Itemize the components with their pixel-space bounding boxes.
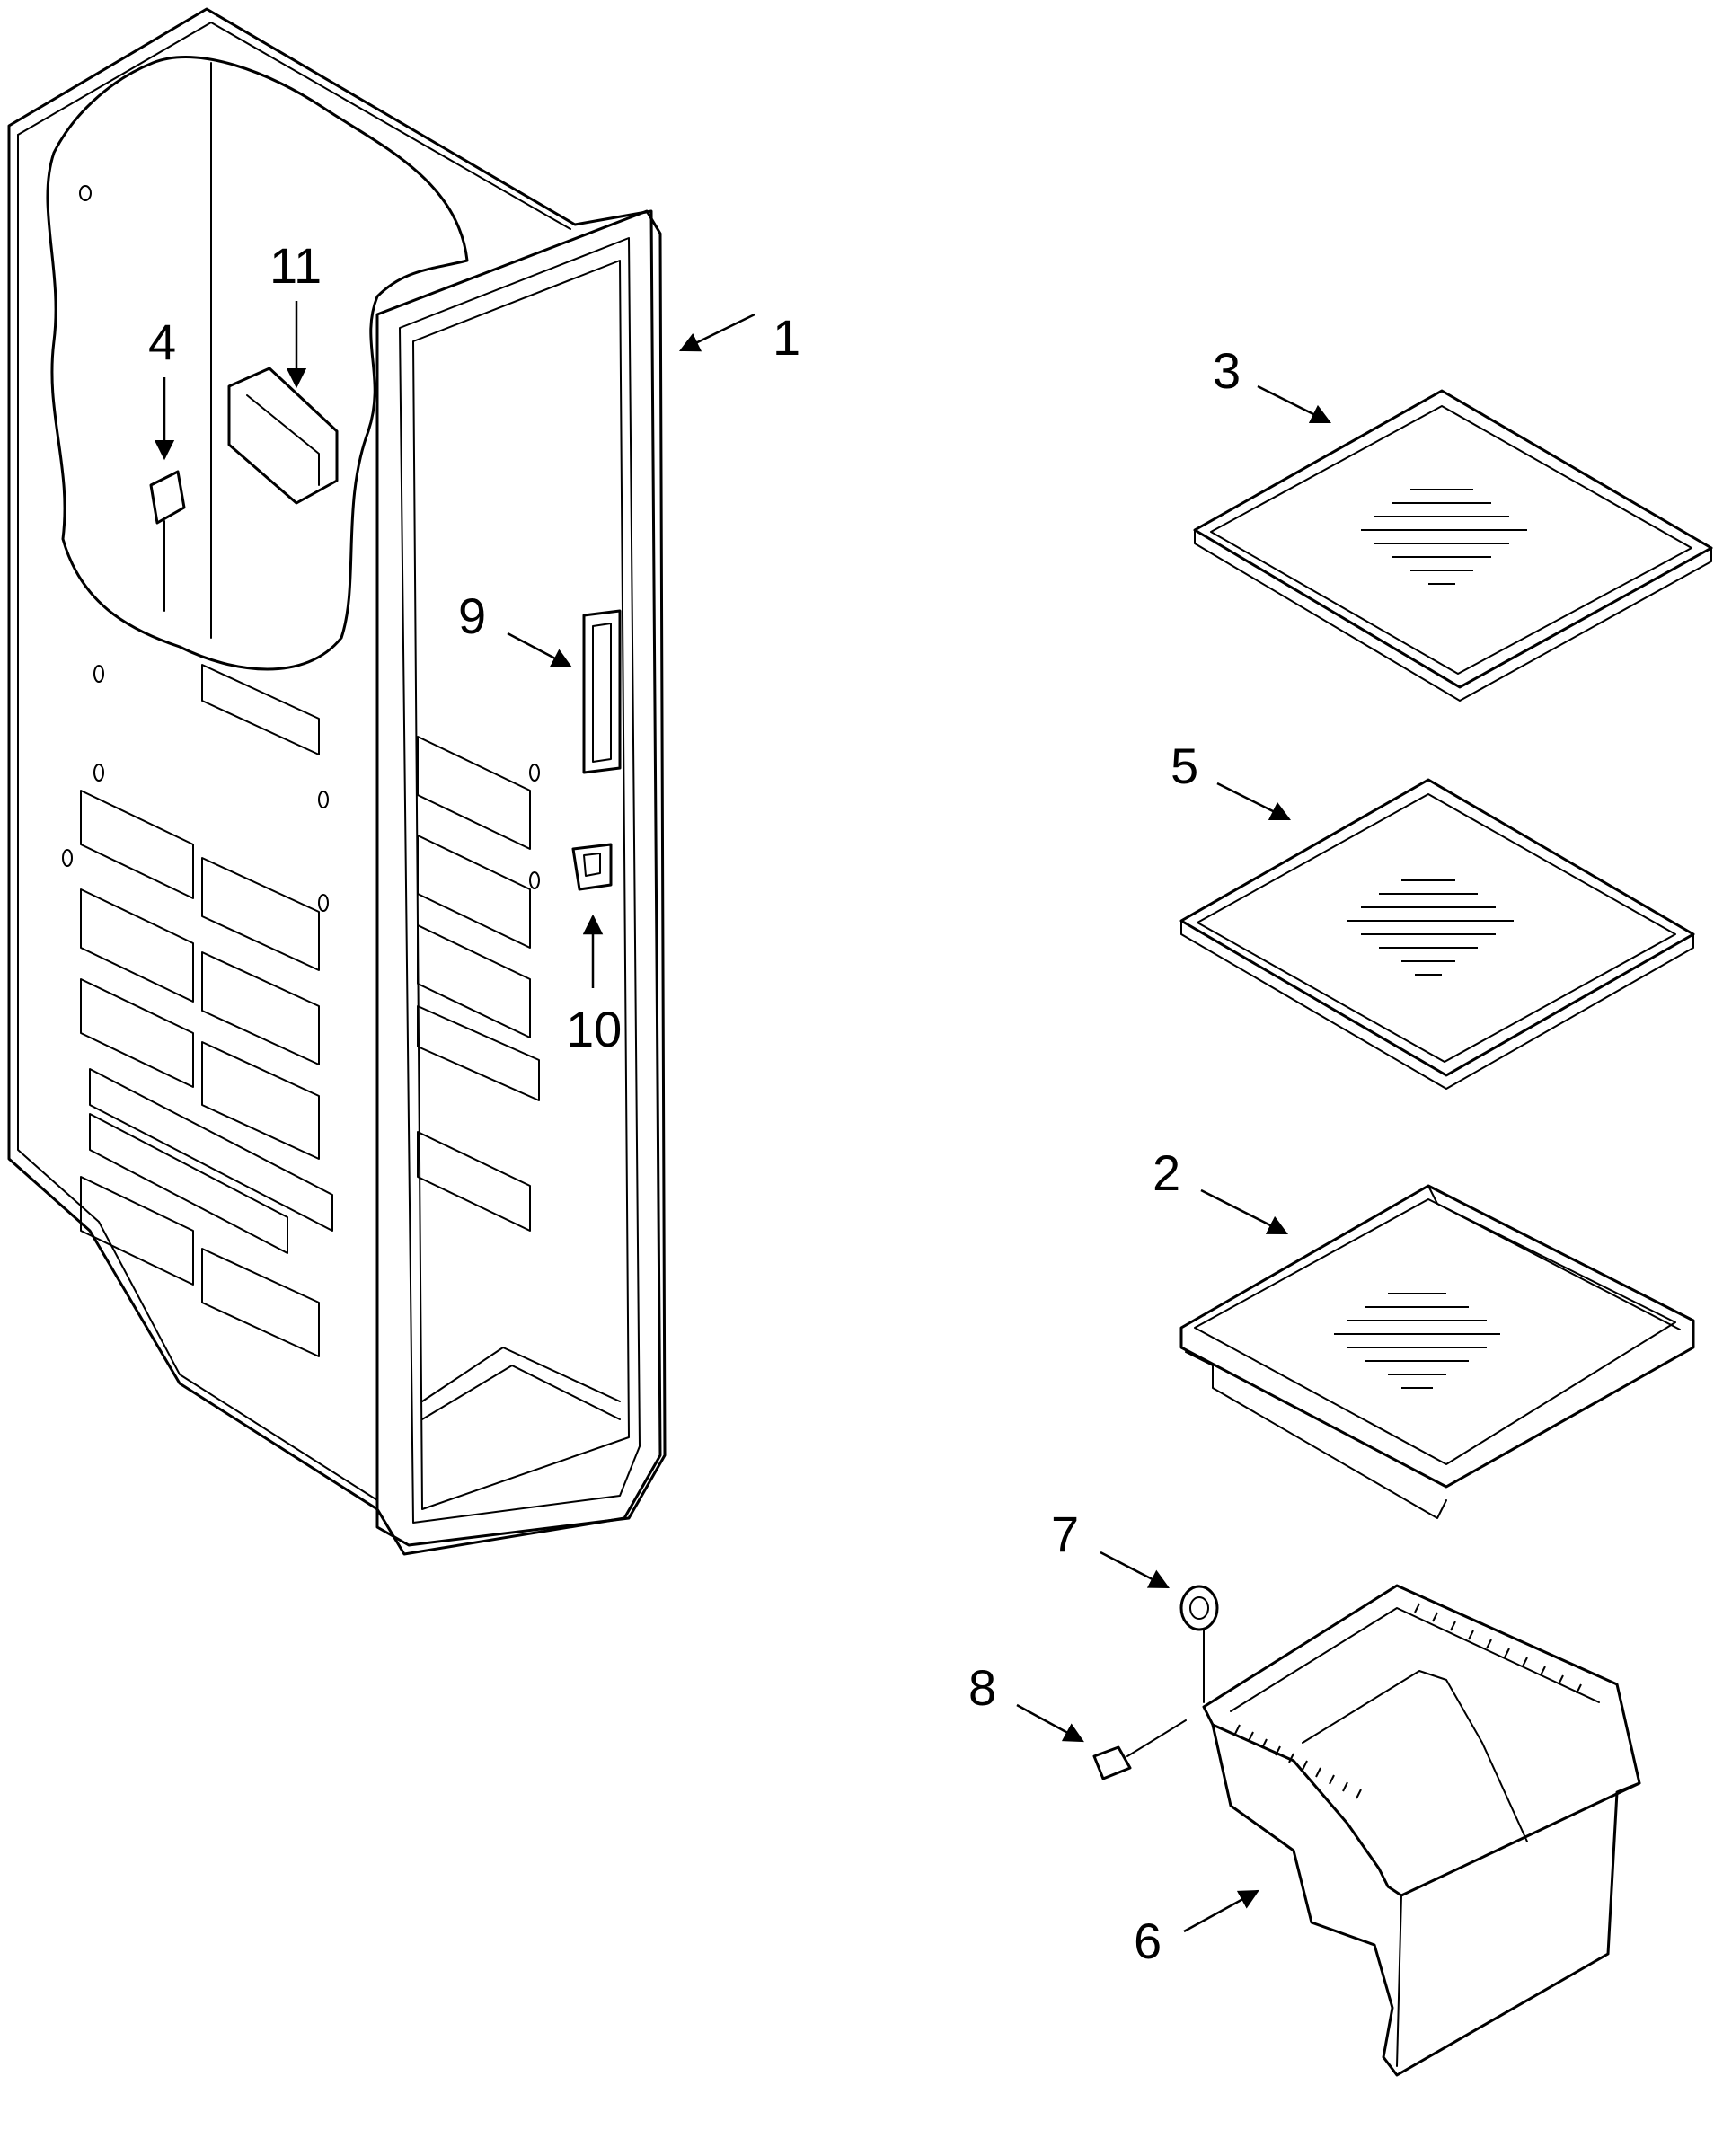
leader-7 <box>1100 1551 1170 1589</box>
callout-label-6: 6 <box>1134 1913 1162 1969</box>
shelf-part-3 <box>1193 389 1713 702</box>
leader-8 <box>1016 1703 1084 1743</box>
leader-9 <box>507 632 572 668</box>
leader-5 <box>1216 782 1292 821</box>
pin-part <box>1092 1719 1187 1780</box>
callout-label-1: 1 <box>773 309 800 366</box>
vent-cover-part <box>582 609 622 774</box>
leader-2 <box>1200 1188 1289 1235</box>
callout-label-11: 11 <box>269 237 322 294</box>
callout-label-5: 5 <box>1171 738 1198 794</box>
shelf-part-5 <box>1179 778 1695 1090</box>
probe-part <box>149 470 186 612</box>
leader-6 <box>1183 1889 1259 1933</box>
callouts: 1 3 5 2 4 11 9 10 7 8 6 <box>148 237 1332 1969</box>
light-housing-part <box>227 367 339 505</box>
leader-1 <box>678 313 755 352</box>
callout-label-7: 7 <box>1051 1506 1079 1562</box>
roller-part <box>1179 1585 1219 1703</box>
callout-label-2: 2 <box>1153 1144 1180 1201</box>
crisper-drawer-part <box>1202 1584 1641 2077</box>
callout-label-10: 10 <box>566 1001 622 1057</box>
callout-label-3: 3 <box>1213 342 1241 399</box>
liner-part <box>7 7 667 1556</box>
switch-part <box>571 843 613 891</box>
callout-label-4: 4 <box>148 314 176 370</box>
leader-3 <box>1257 384 1332 424</box>
crisper-cover-part <box>1179 1184 1695 1519</box>
callout-label-8: 8 <box>968 1659 996 1716</box>
callout-label-9: 9 <box>458 588 486 644</box>
